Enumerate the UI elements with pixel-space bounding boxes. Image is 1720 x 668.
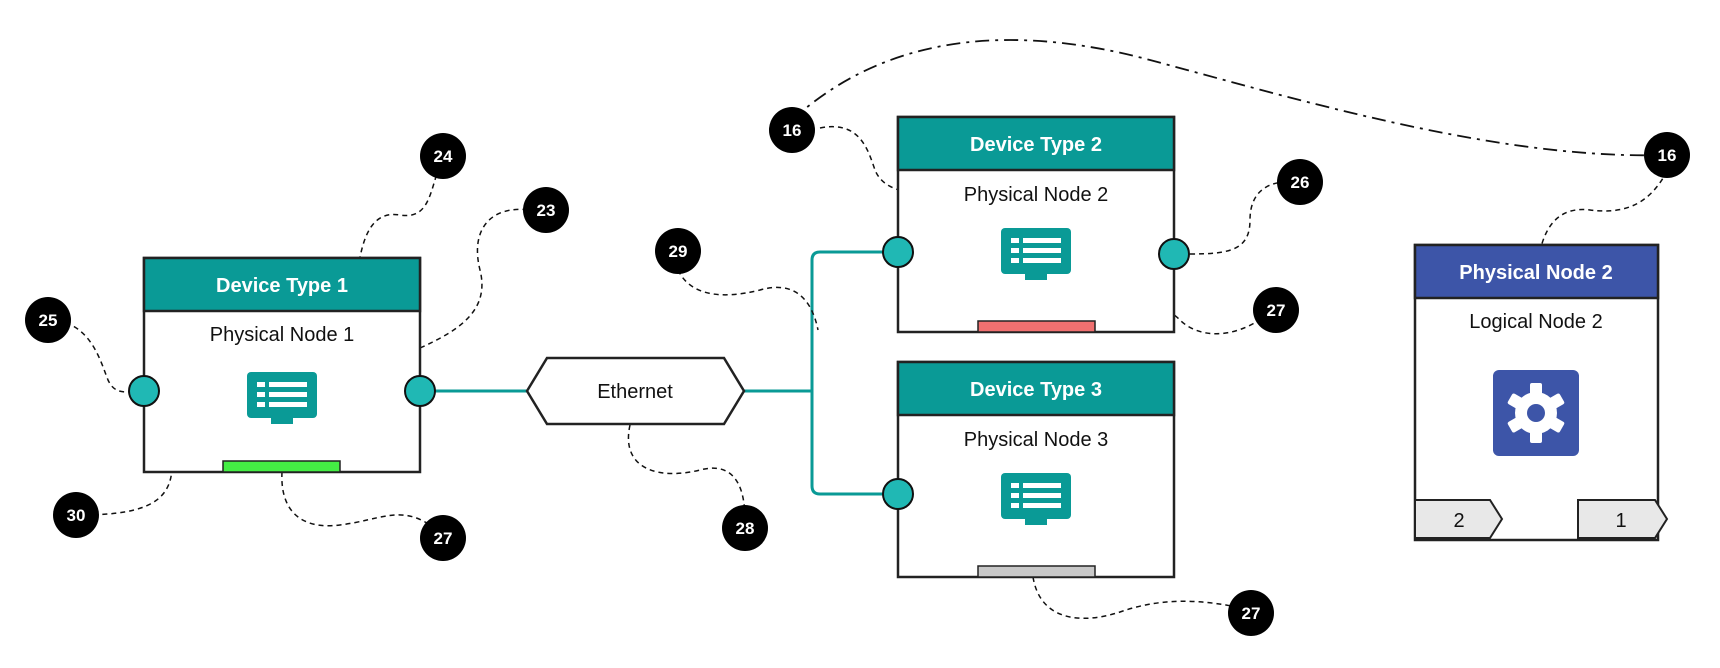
node2-device-type: Device Type 2	[970, 134, 1102, 156]
svg-text:26: 26	[1291, 173, 1310, 192]
svg-text:25: 25	[39, 311, 58, 330]
monitor-icon	[1001, 473, 1071, 525]
device-node-3[interactable]: Device Type 3 Physical Node 3	[882, 360, 1176, 579]
logical-tab-right-label: 1	[1615, 510, 1626, 532]
callout-29: 29	[655, 228, 701, 274]
node3-device-type: Device Type 3	[970, 379, 1102, 401]
callout-27-node3: 27	[1228, 590, 1274, 636]
node3-port-left[interactable]	[882, 478, 914, 510]
node1-port-left[interactable]	[128, 375, 160, 407]
logical-tab-left-label: 2	[1453, 510, 1464, 532]
gear-icon	[1493, 370, 1579, 456]
node1-title: Physical Node 1	[210, 324, 355, 346]
node3-header	[896, 360, 1176, 417]
callout-27-node2: 27	[1253, 287, 1299, 333]
callout-28: 28	[722, 505, 768, 551]
svg-text:16: 16	[1658, 146, 1677, 165]
monitor-icon	[1001, 228, 1071, 280]
svg-text:27: 27	[1242, 604, 1261, 623]
callout-16-right: 16	[1644, 132, 1690, 178]
node1-device-type: Device Type 1	[216, 275, 348, 297]
node1-port-right[interactable]	[404, 375, 436, 407]
node2-title: Physical Node 2	[964, 184, 1109, 206]
node3-status-bar	[977, 565, 1096, 578]
node1-header	[142, 256, 422, 313]
device-node-1[interactable]: Device Type 1 Physical Node 1	[128, 256, 436, 474]
node2-header	[896, 115, 1176, 172]
callout-30: 30	[53, 492, 99, 538]
callout-26: 26	[1277, 159, 1323, 205]
svg-text:16: 16	[783, 121, 802, 140]
logical-tab-right[interactable]: 1	[1577, 499, 1669, 539]
ethernet-bus[interactable]: Ethernet	[525, 356, 746, 426]
svg-text:28: 28	[736, 519, 755, 538]
node2-port-right[interactable]	[1158, 238, 1190, 270]
callout-24: 24	[420, 133, 466, 179]
svg-text:24: 24	[434, 147, 453, 166]
svg-text:23: 23	[537, 201, 556, 220]
logical-node-title: Logical Node 2	[1469, 311, 1602, 333]
callout-25: 25	[25, 297, 71, 343]
network-links	[420, 250, 898, 496]
svg-text:27: 27	[1267, 301, 1286, 320]
association-curve	[791, 39, 1666, 157]
node2-status-bar	[977, 320, 1096, 333]
node1-status-bar	[222, 460, 341, 473]
monitor-icon	[247, 372, 317, 424]
svg-text:29: 29	[669, 242, 688, 261]
svg-text:27: 27	[434, 529, 453, 548]
logical-node-header	[1413, 243, 1660, 300]
device-node-2[interactable]: Device Type 2 Physical Node 2	[882, 115, 1190, 334]
node3-title: Physical Node 3	[964, 429, 1109, 451]
callout-23: 23	[523, 187, 569, 233]
callout-badges: 24 23 25 30 27 28 29 16 26 27 27 16	[25, 107, 1690, 636]
logical-node-physical-label: Physical Node 2	[1459, 262, 1612, 284]
logical-tab-left[interactable]: 2	[1414, 499, 1504, 539]
ethernet-label: Ethernet	[597, 381, 673, 403]
svg-text:30: 30	[67, 506, 86, 525]
logical-node-2[interactable]: Physical Node 2 Logical Node 2 2 1	[1413, 243, 1669, 542]
callout-27-node1: 27	[420, 515, 466, 561]
node2-port-left[interactable]	[882, 236, 914, 268]
callout-16-left: 16	[769, 107, 815, 153]
